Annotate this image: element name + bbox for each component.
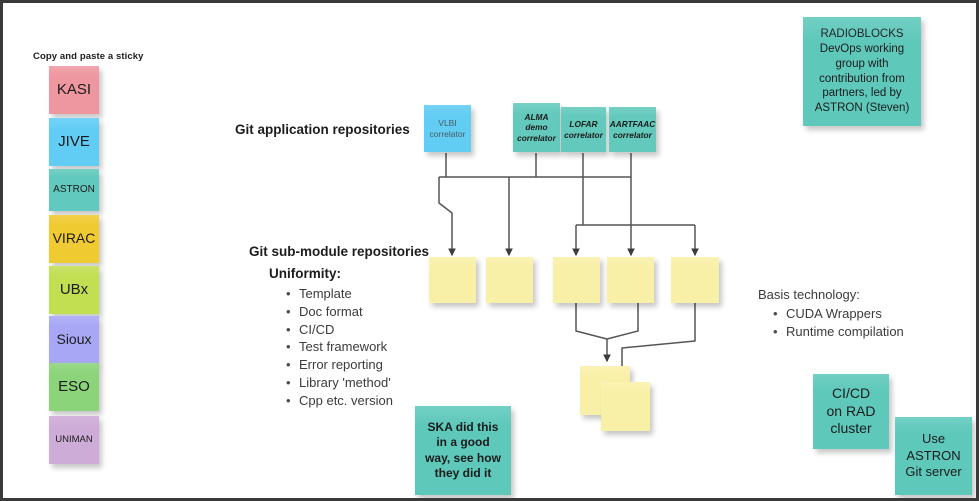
bullet-icon: • xyxy=(773,306,778,321)
submodule-sticky-2[interactable] xyxy=(486,257,533,303)
note-astron-git-server[interactable]: Use ASTRON Git server xyxy=(895,417,972,495)
partner-sticky-uniman[interactable]: UNIMAN xyxy=(49,416,99,464)
bullet-icon: • xyxy=(286,357,291,373)
application-sticky-alma[interactable]: ALMA demo correlator xyxy=(513,103,560,152)
basis-technology-list: •CUDA Wrappers •Runtime compilation xyxy=(773,305,904,341)
partner-sticky-astron[interactable]: ASTRON xyxy=(49,169,99,211)
application-sticky-vlbi[interactable]: VLBI correlator xyxy=(424,105,471,152)
list-item: •CUDA Wrappers xyxy=(773,306,882,321)
bullet-icon: • xyxy=(286,286,291,301)
submodule-sticky-5[interactable] xyxy=(671,257,719,303)
bullet-icon: • xyxy=(286,321,291,337)
partner-sticky-eso[interactable]: ESO xyxy=(49,363,99,411)
note-radioblocks[interactable]: RADIOBLOCKS DevOps working group with co… xyxy=(803,17,921,126)
bullet-icon: • xyxy=(773,323,778,339)
list-item: •Error reporting xyxy=(286,357,383,373)
partner-sticky-virac[interactable]: VIRAC xyxy=(49,215,99,263)
note-ska[interactable]: SKA did this in a good way, see how they… xyxy=(415,406,511,495)
list-item: •Library 'method' xyxy=(286,374,391,390)
uniformity-label: Uniformity: xyxy=(269,266,341,281)
bullet-icon: • xyxy=(286,303,291,319)
list-item: •Test framework xyxy=(286,339,388,355)
list-item: •CI/CD xyxy=(286,321,335,337)
merged-sticky-2[interactable] xyxy=(601,382,650,431)
partner-sticky-kasi[interactable]: KASI xyxy=(49,66,99,114)
submodule-sticky-3[interactable] xyxy=(553,257,600,303)
uniformity-list: •Template •Doc format •CI/CD •Test frame… xyxy=(286,285,393,410)
application-sticky-aartfaac[interactable]: AARTFAAC correlator xyxy=(609,107,656,152)
list-item: •Doc format xyxy=(286,303,363,319)
bullet-icon: • xyxy=(286,374,291,390)
git-application-repositories-label: Git application repositories xyxy=(235,122,410,137)
note-cicd-rad-cluster[interactable]: CI/CD on RAD cluster xyxy=(813,374,889,449)
bullet-icon: • xyxy=(286,339,291,355)
submodule-sticky-1[interactable] xyxy=(429,257,476,303)
application-sticky-lofar[interactable]: LOFAR correlator xyxy=(561,107,606,152)
basis-technology-heading: Basis technology: xyxy=(758,287,860,302)
git-submodule-repositories-label: Git sub-module repositories xyxy=(249,244,430,259)
list-item: •Cpp etc. version xyxy=(286,392,393,408)
bullet-icon: • xyxy=(286,392,291,408)
partner-sticky-ubx[interactable]: UBx xyxy=(49,266,99,314)
list-item: •Template xyxy=(286,286,352,301)
partner-sticky-jive[interactable]: JIVE xyxy=(49,118,99,166)
partner-sticky-sioux[interactable]: Sioux xyxy=(49,316,99,364)
list-item: •Runtime compilation xyxy=(773,323,904,339)
submodule-sticky-4[interactable] xyxy=(607,257,654,303)
instruction-label: Copy and paste a sticky xyxy=(33,51,144,62)
